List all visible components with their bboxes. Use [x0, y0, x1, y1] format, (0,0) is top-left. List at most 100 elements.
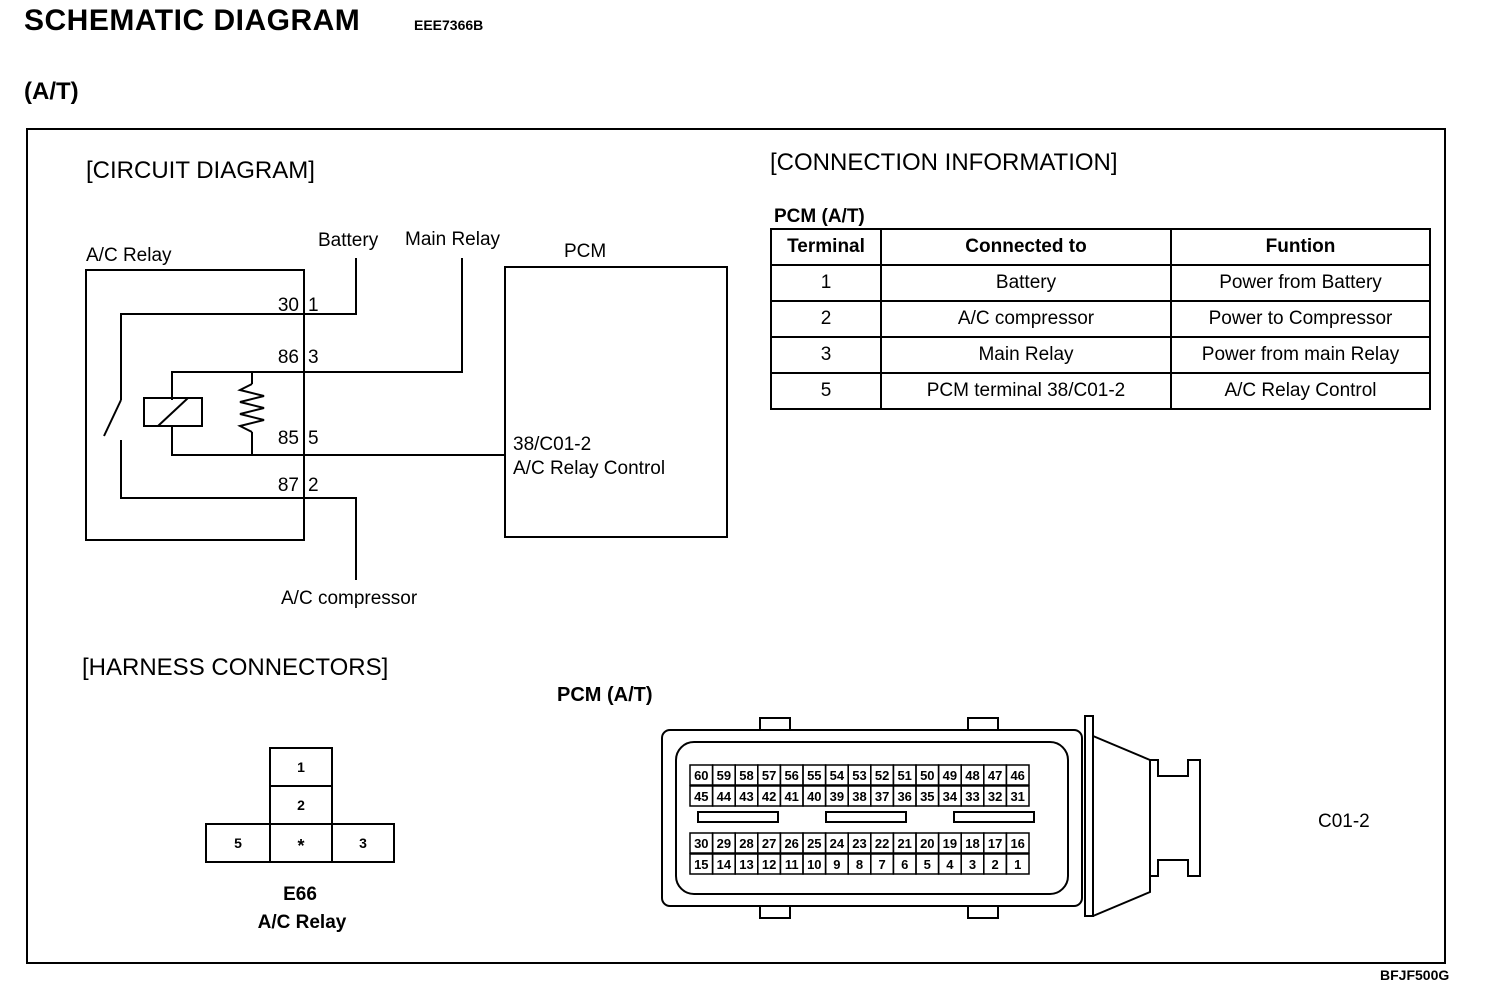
function-cell: Power to Compressor — [1170, 300, 1431, 338]
pcm-pin-label: 15 — [694, 857, 708, 872]
figure-code: BFJF500G — [1380, 967, 1450, 983]
relay-pin-87: 87 — [278, 475, 299, 496]
conn-pin-5: 5 — [308, 428, 319, 449]
e66-pin-3: 3 — [359, 835, 367, 851]
pcm-pin-label: 49 — [943, 768, 957, 783]
function-cell: Power from Battery — [1170, 264, 1431, 302]
pcm-pin-label: 46 — [1010, 768, 1024, 783]
pcm-pin-label: 26 — [784, 836, 798, 851]
pcm-pin-label: 1 — [1014, 857, 1021, 872]
pcm-pin-label: 21 — [897, 836, 911, 851]
pcm-pin-label: 5 — [924, 857, 931, 872]
pcm-pin-label: 59 — [717, 768, 731, 783]
pcm-pin-label: 44 — [717, 789, 732, 804]
relay-pin-86: 86 — [278, 347, 299, 368]
pcm-pin-label: 17 — [988, 836, 1002, 851]
function-cell: Power from main Relay — [1170, 336, 1431, 374]
e66-pin-2: 2 — [297, 797, 305, 813]
pcm-pin-label: 33 — [965, 789, 979, 804]
pcm-pin-label: 20 — [920, 836, 934, 851]
pcm-pin-cell — [1005, 785, 1030, 807]
pcm-pin-label: 37 — [875, 789, 889, 804]
pcm-label: PCM — [564, 241, 606, 262]
pcm-pin-label: 14 — [717, 857, 732, 872]
pcm-pin-label: 38 — [852, 789, 866, 804]
battery-label: Battery — [318, 230, 379, 251]
pcm-pin-label: 12 — [762, 857, 776, 872]
pcm-pin-label: 53 — [852, 768, 866, 783]
diagram-frame — [26, 128, 1446, 964]
pcm-pin-label: 43 — [739, 789, 753, 804]
pcm-pin-label: 6 — [901, 857, 908, 872]
e66-pin-5: 5 — [234, 835, 242, 851]
pcm-pin-label: 7 — [878, 857, 885, 872]
function-cell: A/C Relay Control — [1170, 372, 1431, 410]
harness-section-title: [HARNESS CONNECTORS] — [82, 654, 388, 681]
main-relay-wire — [171, 258, 463, 400]
pcm-connector-shell — [661, 715, 1201, 919]
pcm-pin-label: 28 — [739, 836, 753, 851]
pcm-pin-label: 9 — [833, 857, 840, 872]
pcm-control-wire — [171, 425, 505, 456]
connection-table-title: PCM (A/T) — [774, 206, 865, 227]
pcm-pin-label: 58 — [739, 768, 753, 783]
terminal-cell: 3 — [770, 336, 882, 374]
conn-pin-3: 3 — [308, 347, 319, 368]
pcm-connector-title: PCM (A/T) — [557, 684, 653, 706]
connected-to-cell: A/C compressor — [880, 300, 1172, 338]
conn-pin-2: 2 — [308, 475, 319, 496]
pcm-box — [504, 266, 728, 538]
e66-connector-id: E66 — [283, 884, 317, 905]
pcm-pin-label: 48 — [965, 768, 979, 783]
circuit-section-title: [CIRCUIT DIAGRAM] — [86, 157, 315, 184]
pcm-pin-label: 32 — [988, 789, 1002, 804]
connection-table: Terminal Connected to Funtion 1 Battery … — [770, 228, 1431, 410]
main-relay-label: Main Relay — [405, 229, 501, 250]
terminal-cell: 5 — [770, 372, 882, 410]
pcm-connector-id: C01-2 — [1318, 811, 1370, 832]
pcm-pin-label: 24 — [830, 836, 845, 851]
pcm-pin-label: 40 — [807, 789, 821, 804]
pcm-pin-label: 27 — [762, 836, 776, 851]
pcm-pin-label: 54 — [830, 768, 845, 783]
connected-to-cell: Main Relay — [880, 336, 1172, 374]
pcm-pin-label: 50 — [920, 768, 934, 783]
pcm-pin-cell — [1005, 853, 1030, 875]
header-terminal: Terminal — [770, 228, 882, 266]
pcm-pin-label: 8 — [856, 857, 863, 872]
pcm-pin-label: 34 — [943, 789, 958, 804]
conn-pin-1: 1 — [308, 295, 319, 316]
pcm-pin-label: 31 — [1010, 789, 1024, 804]
pcm-pin-label: 2 — [991, 857, 998, 872]
pcm-pin-label: 30 — [694, 836, 708, 851]
document-code: EEE7366B — [414, 17, 484, 33]
pcm-pin-label: 45 — [694, 789, 708, 804]
header-connected-to: Connected to — [880, 228, 1172, 266]
page-subtitle: (A/T) — [24, 78, 79, 105]
pcm-pin-label: 25 — [807, 836, 821, 851]
pcm-pin-label: 51 — [897, 768, 911, 783]
table-row: 1 Battery Power from Battery — [770, 264, 1431, 302]
pcm-pin-label: 22 — [875, 836, 889, 851]
pcm-pin-label: 39 — [830, 789, 844, 804]
e66-pin-star: * — [297, 836, 304, 856]
pcm-pin-label: 35 — [920, 789, 934, 804]
ac-relay-label: A/C Relay — [86, 245, 172, 266]
pcm-pin-label: 11 — [785, 857, 799, 872]
connection-section-title: [CONNECTION INFORMATION] — [770, 149, 1118, 176]
relay-pin-30: 30 — [278, 295, 299, 316]
table-row: 2 A/C compressor Power to Compressor — [770, 300, 1431, 338]
table-row: 5 PCM terminal 38/C01-2 A/C Relay Contro… — [770, 372, 1431, 410]
pcm-pin-label: 60 — [694, 768, 708, 783]
relay-coil — [143, 397, 203, 427]
pcm-pin-label: 47 — [988, 768, 1002, 783]
pcm-pin-label: 41 — [784, 789, 798, 804]
connected-to-cell: PCM terminal 38/C01-2 — [880, 372, 1172, 410]
e66-pin-1: 1 — [297, 759, 305, 775]
compressor-label: A/C compressor — [281, 588, 418, 609]
pcm-pin-label: 10 — [807, 857, 821, 872]
relay-switch — [103, 399, 122, 437]
pcm-pin-label: 19 — [943, 836, 957, 851]
